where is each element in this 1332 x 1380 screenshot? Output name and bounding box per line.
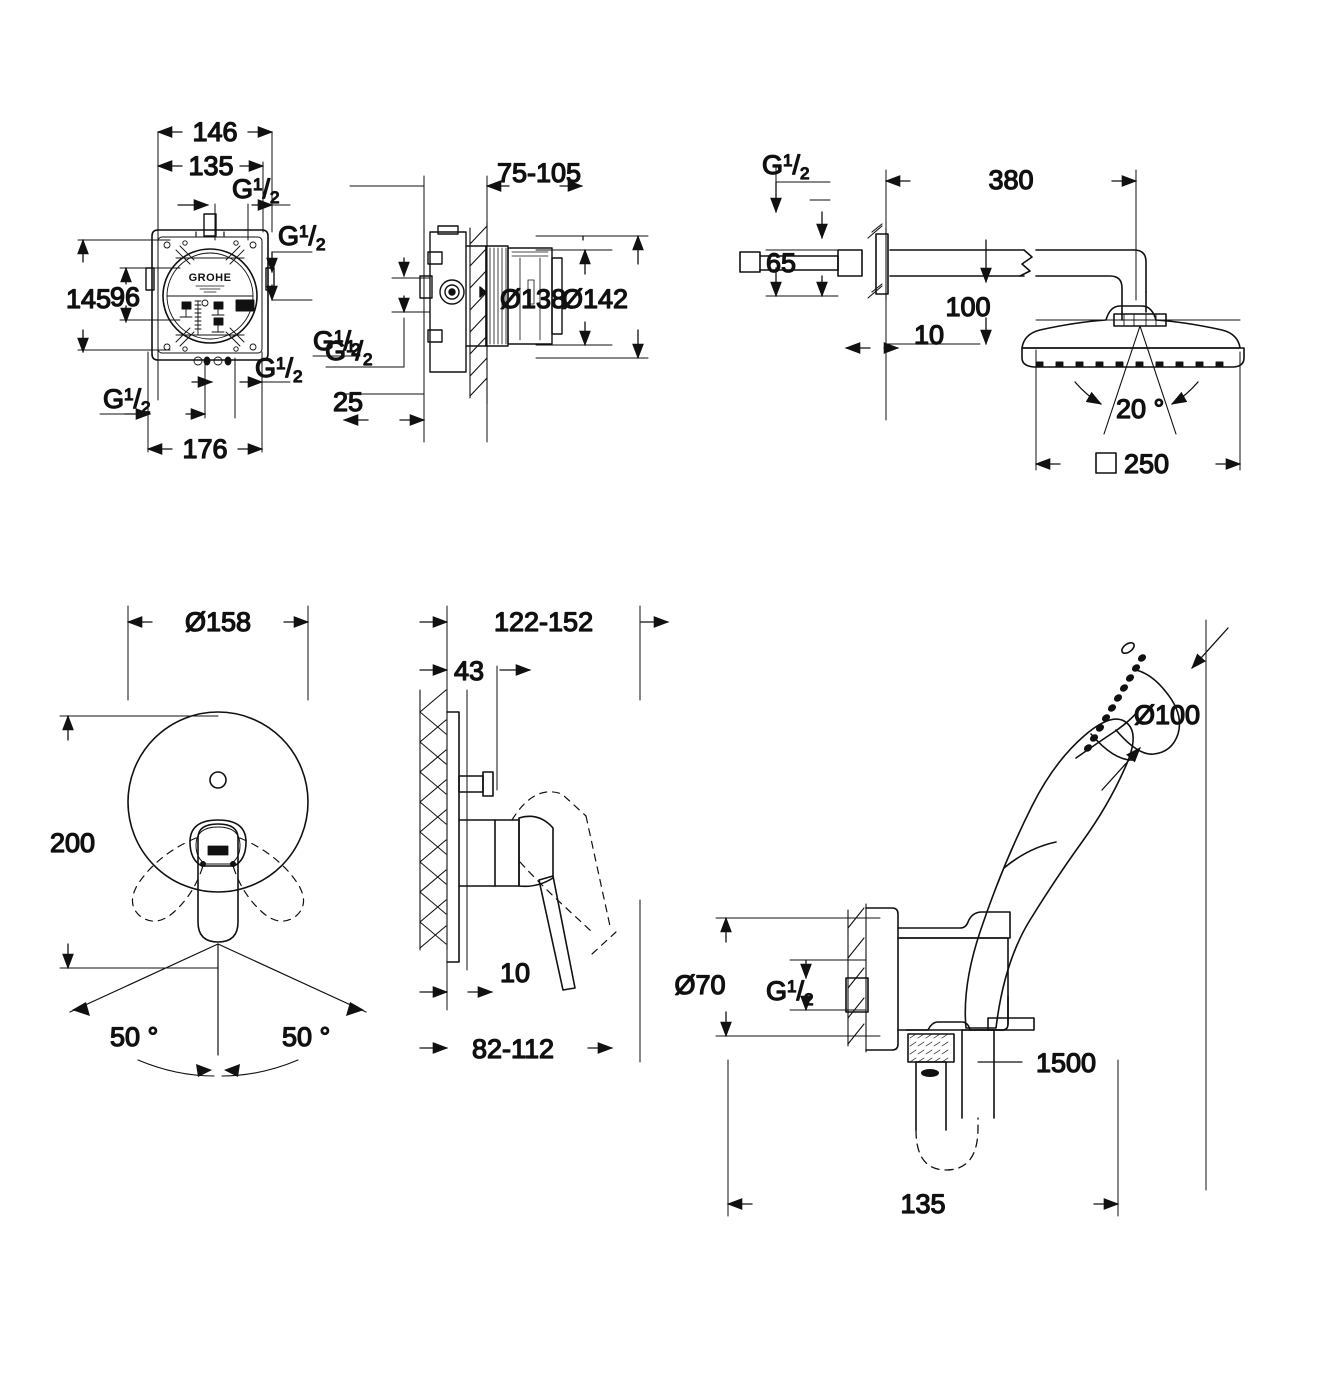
thread-g-arm-label: G1/2 [762, 150, 809, 183]
thread-g-arm [770, 181, 831, 298]
thread-g-side-lower-label: G1/2 [325, 336, 372, 369]
view-trim-side: 122-152 43 10 82-112 [419, 605, 670, 1065]
view-hand-shower: Ø70 G1/2 Ø100 1500 135 [674, 619, 1229, 1220]
dim-200-label: 200 [50, 828, 95, 858]
dim-25-label: 25 [333, 387, 363, 417]
dim-146-label: 146 [192, 117, 237, 147]
view-rough-in-front: 146 135 G1/2 145 96 [65, 116, 361, 464]
hose-loop-dashed [915, 1117, 979, 1171]
shower-hose [907, 1029, 995, 1131]
dim-65-label: 65 [766, 248, 796, 278]
square-symbol-250 [1095, 452, 1117, 474]
view-rough-in-side: 75-105 Ø138 Ø142 G1/2 25 [324, 157, 649, 443]
dim-100-label: 100 [945, 292, 990, 322]
dim-75-105 [485, 180, 584, 192]
shower-arm [759, 233, 1147, 321]
rough-in-side-body [419, 225, 563, 373]
hand-shower-union [845, 907, 1011, 1051]
dim-20-deg-label: 20 ° [1116, 394, 1164, 424]
dim-angle-right-label: 50 ° [282, 1022, 330, 1052]
dim-82-112-label: 82-112 [472, 1034, 554, 1064]
dim-176-label: 176 [182, 434, 227, 464]
thread-g-right-upper [266, 251, 301, 302]
dim-43-label: 43 [454, 656, 484, 686]
lever-swing-dashed [131, 837, 305, 922]
hand-shower-body [964, 641, 1181, 1031]
dim-d158-label: Ø158 [185, 607, 251, 637]
thread-g-right-upper-label: G1/2 [278, 221, 325, 254]
dim-250-label: 250 [1124, 449, 1169, 479]
trim-side-body [446, 711, 576, 991]
dim-96-label: 96 [110, 282, 140, 312]
angle-indicators [69, 943, 367, 1077]
dim-d70-label: Ø70 [674, 970, 725, 1000]
rough-in-housing [151, 229, 269, 361]
dim-d138-label: Ø138 [500, 284, 566, 314]
dim-1500-label: 1500 [1036, 1048, 1096, 1078]
view-trim-front: Ø158 200 [49, 605, 367, 1077]
dim-10-head-label: 10 [914, 320, 944, 350]
dim-75-105-label: 75-105 [497, 158, 581, 188]
square-symbol-65 [739, 251, 761, 273]
thread-g-bottom-left-label: G1/2 [103, 384, 150, 417]
dim-145-label: 145 [66, 284, 111, 314]
dim-135-hand-label: 135 [900, 1189, 945, 1219]
dim-d100 [1101, 627, 1229, 791]
dim-380-label: 380 [988, 165, 1033, 195]
head-shower-wall [867, 223, 887, 301]
head-shower-body [1021, 305, 1245, 435]
trim-plate-body [127, 711, 309, 943]
trim-side-wall [419, 689, 448, 951]
dim-10-trim-label: 10 [500, 958, 530, 988]
trim-lever-dashed [511, 791, 617, 955]
dim-20-deg [1074, 381, 1199, 405]
dim-135-label: 135 [188, 151, 233, 181]
dim-d142-label: Ø142 [562, 284, 628, 314]
dim-angle-left-label: 50 ° [110, 1022, 158, 1052]
thread-g-right-lower-label: G1/2 [313, 326, 360, 359]
dim-122-152-label: 122-152 [494, 607, 593, 637]
wall-hatch [469, 221, 488, 405]
dim-d142 [535, 234, 649, 360]
dim-d100-label: Ø100 [1134, 700, 1200, 730]
view-head-shower: G1/2 380 65 100 10 [739, 149, 1245, 480]
thread-g-bottom-mid-label: G1/2 [255, 353, 302, 386]
grohe-logo-text: GROHE [189, 272, 232, 284]
